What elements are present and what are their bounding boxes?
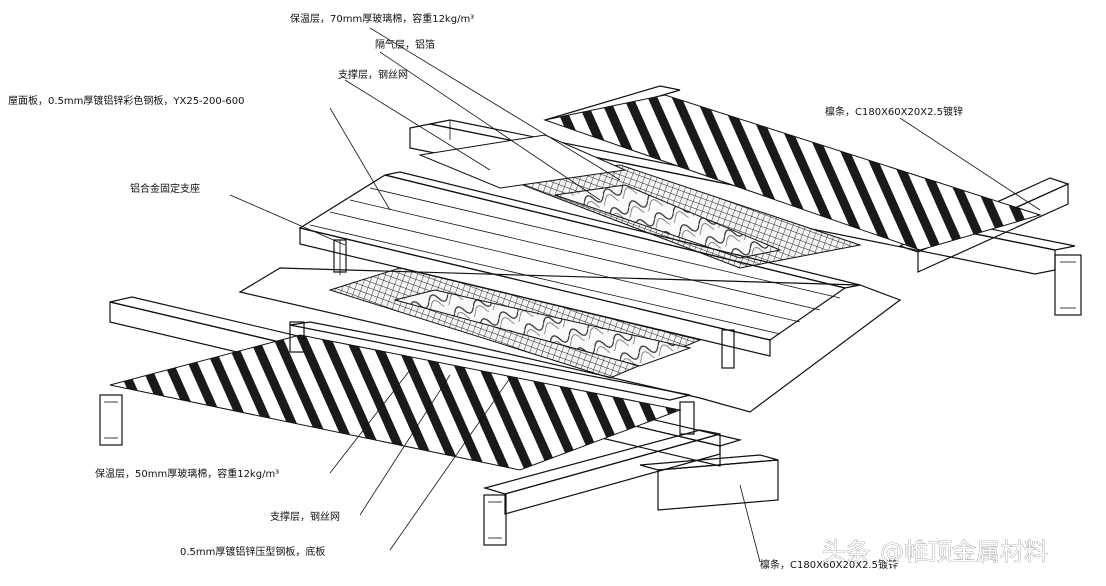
label-bottom-purlin: 檩条，C180X60X20X2.5镀锌 xyxy=(760,558,898,571)
label-bottom-insulation: 保温层，50mm厚玻璃棉，容重12kg/m³ xyxy=(95,467,279,480)
watermark-source: 头条 xyxy=(822,538,870,566)
label-top-insulation: 保温层，70mm厚玻璃棉，容重12kg/m³ xyxy=(290,12,474,25)
front-purlin xyxy=(482,429,779,546)
label-vapor-barrier: 隔气层，铝箔 xyxy=(375,38,435,51)
leader-lines xyxy=(229,27,1041,563)
watermark-account: @帷顶金属材料 xyxy=(880,538,1048,566)
label-support-mesh: 支撑层，钢丝网 xyxy=(338,68,408,81)
label-liner: 0.5mm厚镀铝锌压型钢板，底板 xyxy=(180,545,325,558)
label-clip: 铝合金固定支座 xyxy=(130,182,200,195)
label-roof-panel: 屋面板，0.5mm厚镀铝锌彩色钢板，YX25-200-600 xyxy=(8,94,244,107)
watermark: 头条 @帷顶金属材料 xyxy=(822,538,1049,567)
bottom-insulation xyxy=(328,267,702,379)
label-top-purlin: 檩条，C180X60X20X2.5镀锌 xyxy=(825,105,963,118)
top-insulation xyxy=(418,134,862,269)
label-bottom-support: 支撑层，钢丝网 xyxy=(270,510,340,523)
liner-sheet xyxy=(238,267,902,435)
upper-ribbed-liner xyxy=(543,94,1042,251)
